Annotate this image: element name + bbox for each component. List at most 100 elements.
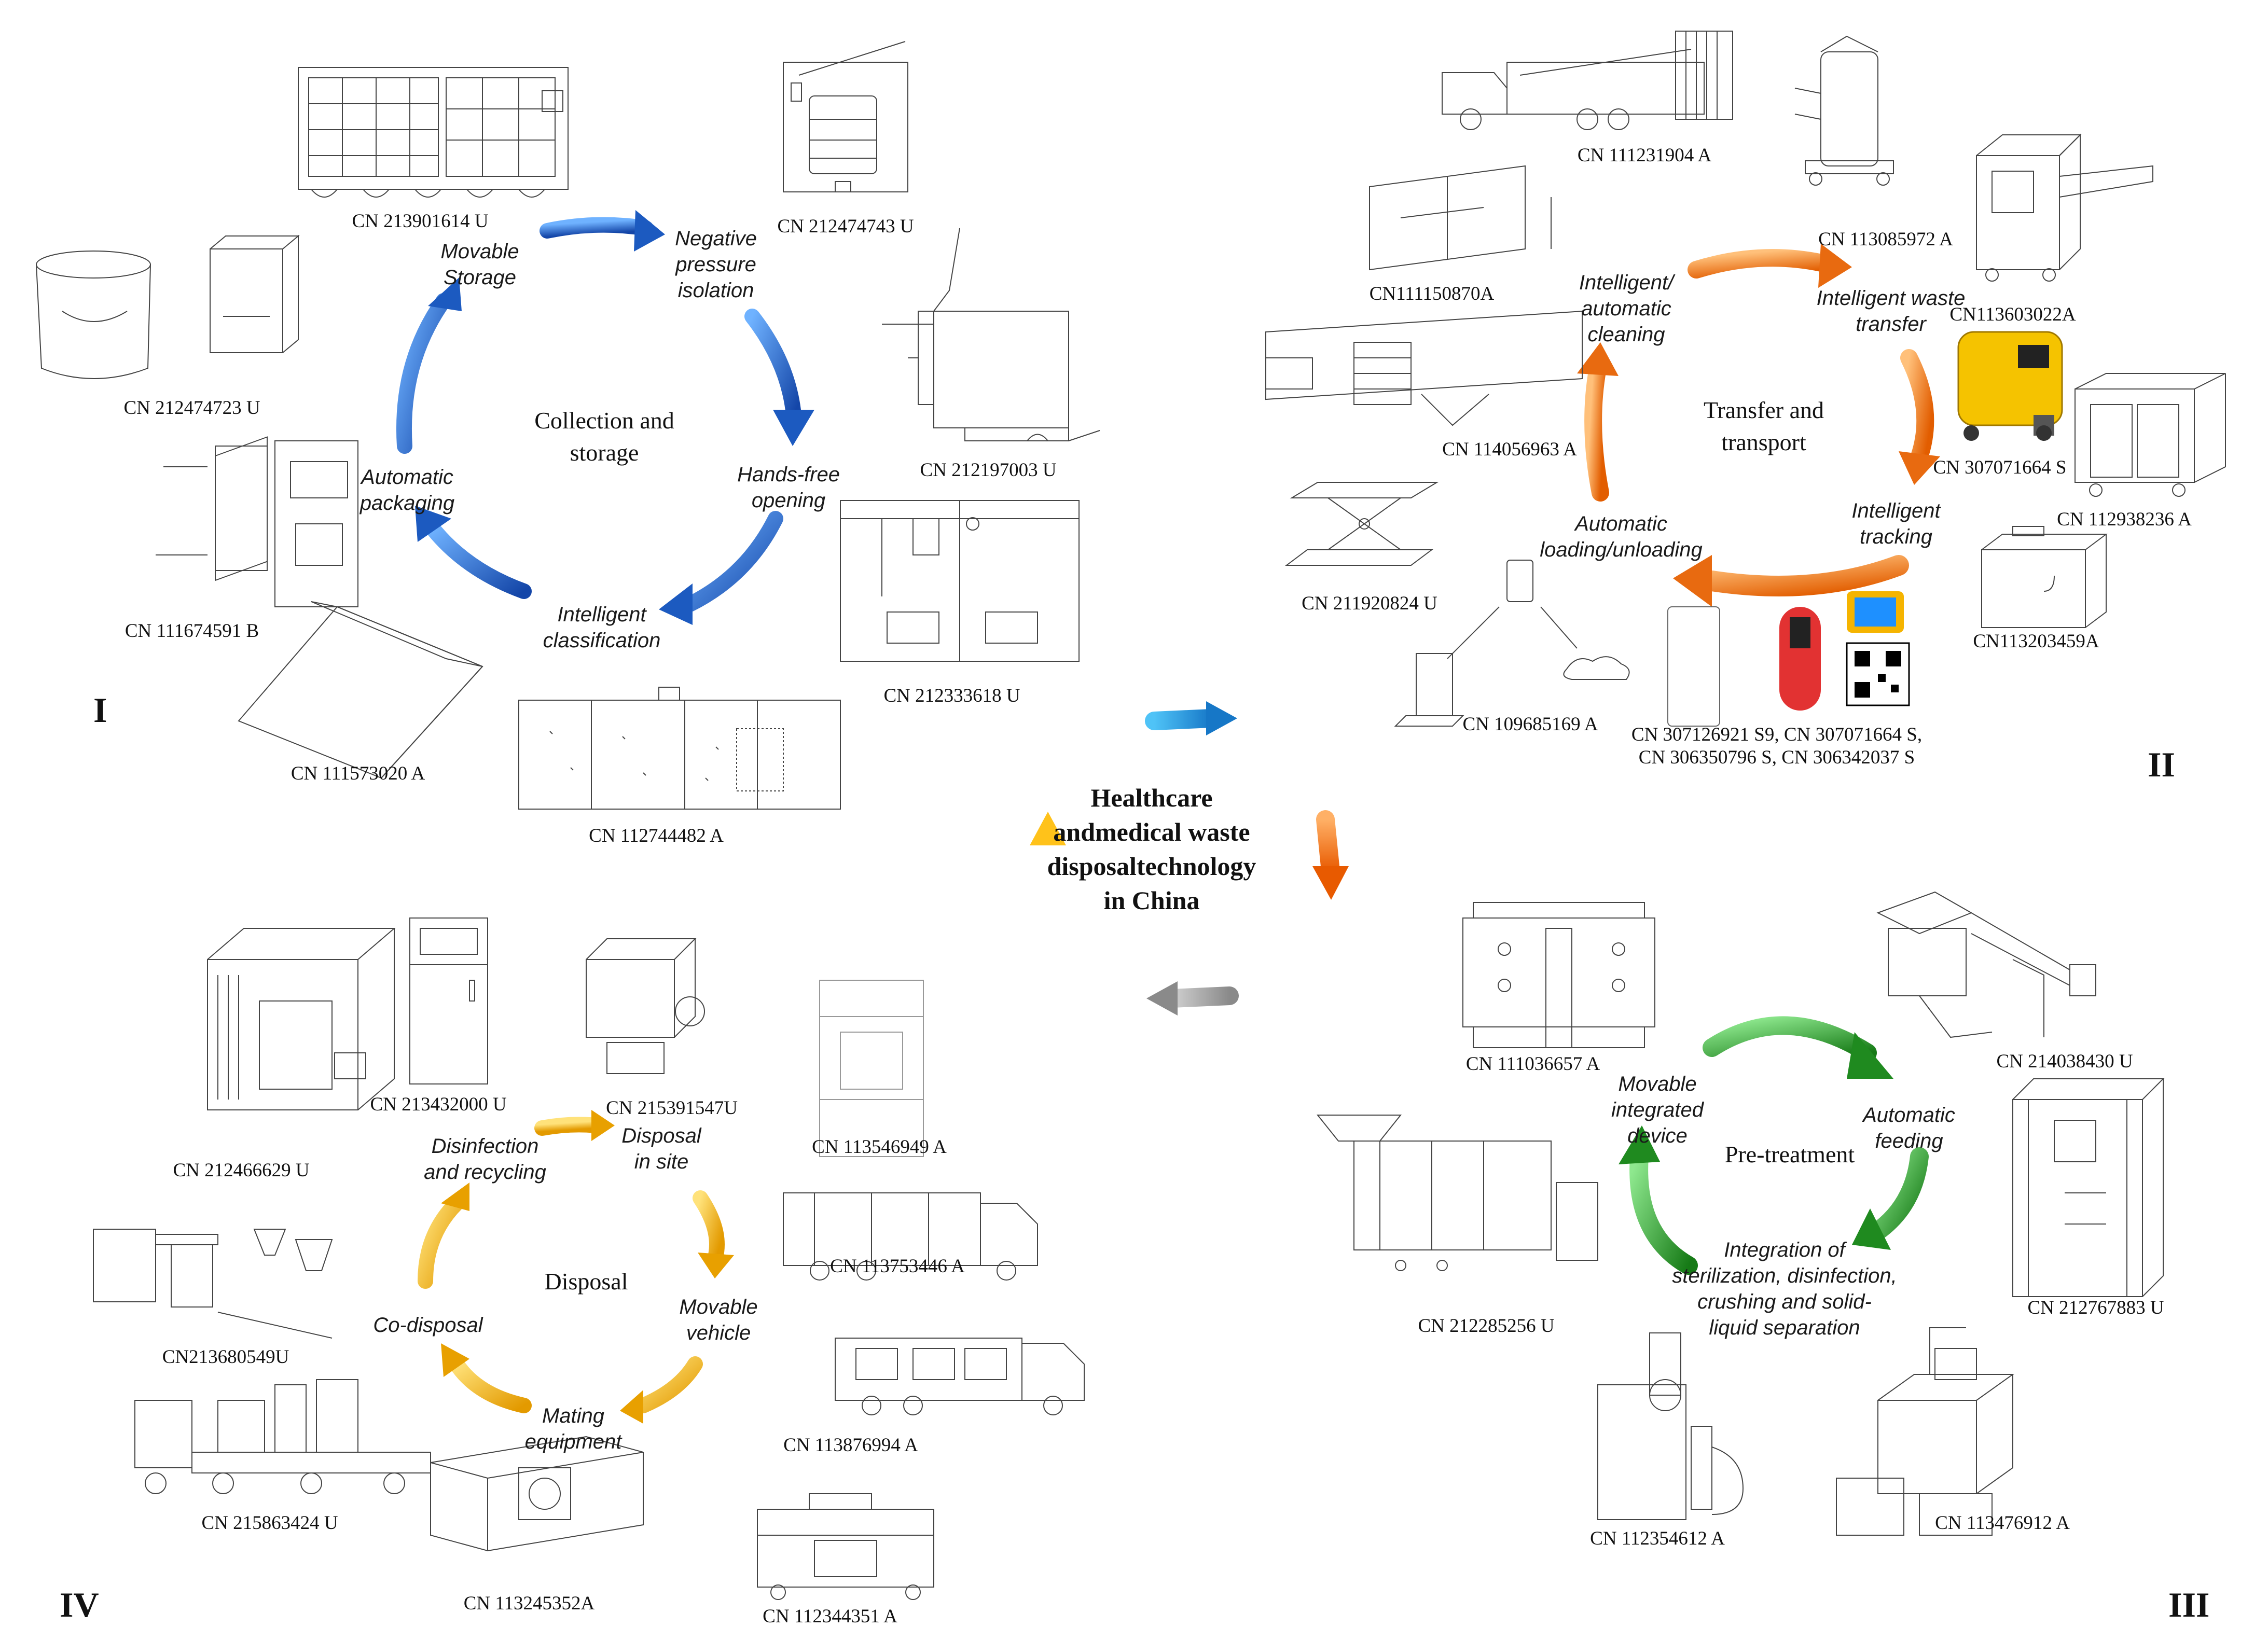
arrow-III-to-IV bbox=[1163, 986, 1239, 1008]
patent-label: CN 212333618 U bbox=[883, 685, 1020, 706]
patent-sketches bbox=[36, 31, 2226, 1600]
stage-automatic-feeding-line-2: feeding bbox=[1875, 1130, 1943, 1152]
patent-label: CN 212285256 U bbox=[1418, 1315, 1555, 1337]
sketch-cleaning-robot bbox=[1794, 35, 1894, 186]
sketch-tracking-box bbox=[1981, 526, 2108, 628]
arrow-tracking-to-loading-head bbox=[1673, 555, 1712, 607]
sketch-medical-bag bbox=[36, 234, 300, 379]
sketch-high-pressure-truck bbox=[1442, 31, 1733, 130]
stage-integration-line-4: liquid separation bbox=[1709, 1316, 1860, 1339]
arrow-transfer-to-tracking bbox=[1900, 349, 1934, 465]
stage-integration-line-1: Integration of bbox=[1724, 1239, 1845, 1261]
cycle-arrows-disposal bbox=[418, 1110, 734, 1424]
stage-mating-equipment-line-2: equipment bbox=[524, 1430, 622, 1453]
arrow-codisposal-to-recycling bbox=[418, 1195, 464, 1289]
sketch-loading-robot bbox=[1265, 310, 1583, 426]
stage-mating-equipment-line-1: Mating bbox=[542, 1404, 605, 1427]
sketch-sterilizing-cabinet bbox=[409, 917, 488, 1084]
patent-label: CN 113546949 A bbox=[812, 1136, 947, 1158]
patent-label-group-line-1: CN 307126921 S9, CN 307071664 S, bbox=[1631, 724, 1923, 745]
stage-movable-device: Movable integrated device bbox=[1611, 1071, 1704, 1149]
patent-label: CN 114056963 A bbox=[1442, 439, 1577, 460]
patent-label: CN 214038430 U bbox=[1996, 1051, 2133, 1072]
arrow-loading-to-cleaning-head bbox=[1577, 342, 1619, 376]
center-title-line-3: disposaltechnology bbox=[1047, 852, 1256, 881]
sketch-refrigerated-container bbox=[298, 67, 569, 198]
arrow-mating-to-codisposal bbox=[449, 1356, 532, 1413]
arrow-recycling-to-insite bbox=[534, 1117, 604, 1136]
sketch-crushing-box bbox=[1836, 1327, 2015, 1536]
sketch-packaging-machine bbox=[156, 436, 358, 607]
patent-label: CN 211920824 U bbox=[1302, 593, 1437, 614]
stage-waste-transfer-line-1: Intelligent waste bbox=[1816, 287, 1966, 310]
patent-label: CN 112744482 A bbox=[589, 825, 724, 846]
patent-label: CN 307071664 S bbox=[1933, 457, 2067, 478]
arrow-storage-to-isolation-head bbox=[634, 210, 665, 252]
sketch-onsite-crusher bbox=[586, 938, 705, 1074]
stage-disinfection-recycling-line-1: Disinfection bbox=[431, 1135, 539, 1158]
sketch-vehicle-a bbox=[783, 1192, 1038, 1281]
quadrant-title-collection: Collection and storage bbox=[534, 405, 674, 469]
arrow-insite-to-vehicle-head bbox=[698, 1253, 734, 1278]
stage-tracking-line-1: Intelligent bbox=[1851, 499, 1941, 522]
patent-label: CN 111036657 A bbox=[1465, 1053, 1600, 1075]
patent-label: CN 213901614 U bbox=[352, 211, 489, 232]
sketch-mating-cart bbox=[757, 1493, 934, 1600]
stage-intelligent-classification-line-1: Intelligent bbox=[557, 603, 646, 626]
tracking-devices bbox=[1667, 591, 1910, 727]
patent-label: CN 212474743 U bbox=[777, 216, 914, 237]
stage-disinfection-recycling: Disinfection and recycling bbox=[424, 1133, 546, 1185]
patent-label: CN113603022A bbox=[1949, 304, 2076, 325]
arrow-classification-to-packaging-head bbox=[415, 506, 451, 542]
arrow-cleaning-to-transfer-head bbox=[1818, 244, 1852, 288]
stage-movable-device-line-1: Movable bbox=[1618, 1073, 1697, 1095]
center-title: Healthcare andmedical waste disposaltech… bbox=[1047, 781, 1256, 917]
arrow-codisposal-to-recycling-head bbox=[441, 1183, 469, 1211]
quadrant-title-collection-line-1: Collection and bbox=[534, 407, 674, 434]
arrow-loading-to-cleaning bbox=[1584, 359, 1609, 502]
stage-waste-transfer-line-2: transfer bbox=[1856, 313, 1926, 336]
stage-negative-pressure: Negative pressure isolation bbox=[675, 226, 757, 303]
center-title-line-4: in China bbox=[1103, 886, 1200, 915]
patent-label: CN213680549U bbox=[162, 1346, 289, 1368]
stage-negative-pressure-line-1: Negative bbox=[675, 227, 757, 250]
stage-integration: Integration of sterilization, disinfecti… bbox=[1672, 1237, 1897, 1341]
stage-negative-pressure-line-3: isolation bbox=[677, 279, 754, 302]
stage-movable-vehicle-line-1: Movable bbox=[679, 1296, 758, 1318]
stage-waste-transfer: Intelligent waste transfer bbox=[1817, 285, 1966, 337]
sketch-negative-pressure-barrel bbox=[783, 41, 908, 192]
arrow-storage-to-isolation bbox=[540, 217, 654, 239]
stage-disinfection-recycling-line-2: and recycling bbox=[424, 1161, 546, 1184]
sketch-lift-feeder bbox=[2012, 1078, 2165, 1297]
patent-label: CN 111573020 A bbox=[291, 763, 425, 784]
arrow-I-to-II-head bbox=[1206, 701, 1237, 735]
quadrant-title-pretreatment: Pre-treatment bbox=[1724, 1141, 1855, 1167]
arrow-I-to-II bbox=[1145, 709, 1221, 730]
sketch-disposal-container bbox=[430, 1436, 644, 1552]
stage-disposal-in-site-line-1: Disposal bbox=[621, 1124, 701, 1147]
sketch-pedal-barrel bbox=[882, 228, 1100, 441]
stage-cleaning: Intelligent/ automatic cleaning bbox=[1579, 270, 1674, 347]
arrow-vehicle-to-mating bbox=[635, 1356, 703, 1413]
patent-label-group-line-2: CN 306350796 S, CN 306342037 S bbox=[1638, 747, 1915, 768]
stage-hands-free-line-2: opening bbox=[751, 489, 826, 512]
colored-devices bbox=[1667, 331, 2063, 727]
patent-label: CN 215391547U bbox=[606, 1097, 738, 1119]
stage-intelligent-classification: Intelligent classification bbox=[543, 602, 661, 653]
arrow-cleaning-to-transfer bbox=[1688, 249, 1837, 279]
quadrant-title-collection-line-2: storage bbox=[570, 439, 639, 466]
sketch-waste-cart bbox=[2075, 373, 2226, 497]
sketch-incinerator-truck bbox=[134, 1379, 431, 1494]
stage-cleaning-line-3: cleaning bbox=[1587, 323, 1665, 346]
stage-disposal-in-site: Disposal in site bbox=[621, 1123, 701, 1175]
quadrant-title-transport-line-2: transport bbox=[1721, 429, 1806, 455]
stage-movable-device-line-2: integrated bbox=[1611, 1098, 1704, 1121]
stage-automatic-packaging-line-1: Automatic bbox=[361, 466, 453, 489]
stage-loading-line-1: Automatic bbox=[1575, 512, 1667, 535]
quadrant-numeral-III: III bbox=[2168, 1585, 2210, 1624]
stage-co-disposal: Co-disposal bbox=[373, 1314, 483, 1337]
sketch-cleaning-shelf bbox=[1369, 165, 1552, 271]
patent-label: CN 113476912 A bbox=[1935, 1512, 2070, 1534]
sketch-vehicle-b bbox=[835, 1338, 1085, 1415]
